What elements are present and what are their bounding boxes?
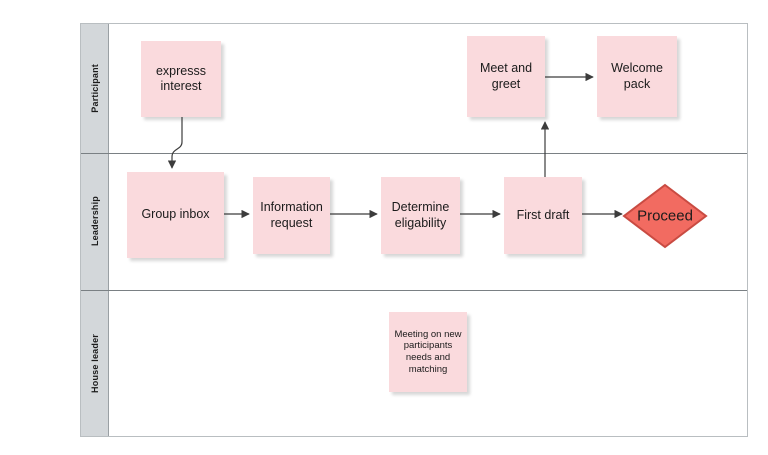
node-label-meet-and-greet: Meet and greet [479,61,533,91]
node-label-welcome-pack: Welcome pack [611,61,663,91]
node-label-express-interest: expresss interest [155,63,207,93]
node-determine-eligability[interactable]: Determine eligability [381,177,460,254]
lane-divider-2 [81,290,747,291]
node-label-meeting-needs-matching: Meeting on new participants needs and ma… [394,328,462,375]
node-group-inbox[interactable]: Group inbox [127,172,224,258]
diamond-shape [622,183,708,249]
node-welcome-pack[interactable]: Welcome pack [597,36,677,117]
lane-header-leadership: Leadership [81,153,109,290]
lane-divider-1 [81,153,747,154]
node-label-group-inbox: Group inbox [141,207,210,222]
lane-label-participant: Participant [89,64,100,113]
lane-header-house-leader: House leader [81,290,109,436]
node-information-request[interactable]: Information request [253,177,330,254]
node-meeting-needs-matching[interactable]: Meeting on new participants needs and ma… [389,312,467,392]
lane-header-participant: Participant [81,24,109,153]
lane-label-leadership: Leadership [89,196,100,247]
node-meet-and-greet[interactable]: Meet and greet [467,36,545,117]
lane-label-house-leader: House leader [89,333,100,393]
node-label-first-draft: First draft [516,207,570,222]
node-label-information-request: Information request [260,200,323,230]
node-first-draft[interactable]: First draft [504,177,582,254]
node-express-interest[interactable]: expresss interest [141,41,221,117]
node-label-determine-eligability: Determine eligability [391,200,450,230]
node-proceed-decision[interactable]: Proceed [622,183,708,249]
